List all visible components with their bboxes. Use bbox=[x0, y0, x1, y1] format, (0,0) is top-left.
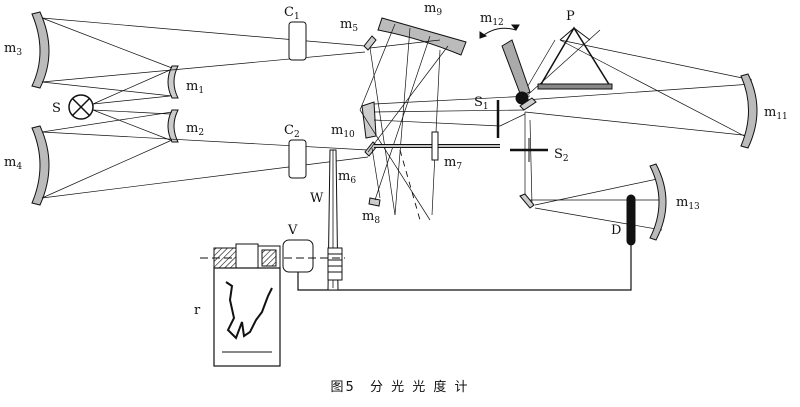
detector-d bbox=[626, 194, 636, 246]
prism-p bbox=[537, 26, 613, 90]
label-m9: m9 bbox=[424, 1, 442, 18]
label-v: V bbox=[287, 223, 298, 238]
label-m10: m10 bbox=[331, 123, 355, 140]
figure-number: 图5 bbox=[330, 380, 356, 395]
rays-chopper bbox=[359, 23, 449, 221]
rays-monochromator bbox=[373, 29, 753, 231]
figure-caption: 图5 分 光 光 度 计 bbox=[0, 376, 800, 395]
label-m12: m12 bbox=[480, 11, 504, 28]
label-m1: m1 bbox=[186, 79, 204, 96]
label-m8: m8 bbox=[362, 209, 380, 226]
mirror-m13 bbox=[649, 163, 667, 241]
mirror-m9 bbox=[377, 17, 467, 56]
mirror-exit-lower bbox=[519, 193, 535, 209]
mirror-exit-upper bbox=[519, 97, 537, 111]
label-s1: S1 bbox=[474, 95, 489, 112]
label-m2: m2 bbox=[186, 121, 204, 138]
signal-wire bbox=[297, 245, 632, 291]
mirror-m10 bbox=[361, 101, 377, 139]
cell-c2 bbox=[288, 139, 307, 179]
mirror-m4 bbox=[31, 125, 50, 206]
label-m11: m11 bbox=[764, 105, 788, 122]
label-p: P bbox=[566, 9, 575, 24]
mirror-m11 bbox=[740, 73, 758, 149]
attenuator-comb-w bbox=[327, 149, 343, 291]
mirror-m3 bbox=[31, 11, 50, 89]
recorder-r bbox=[213, 267, 281, 367]
mirror-m1 bbox=[167, 65, 179, 99]
servo-motor-v bbox=[200, 239, 345, 273]
chopper-m7 bbox=[374, 131, 500, 161]
mirror-m2 bbox=[167, 109, 179, 143]
cell-c1 bbox=[288, 21, 307, 61]
light-source-s bbox=[68, 94, 94, 120]
mirror-m8 bbox=[368, 197, 381, 207]
label-c1: C1 bbox=[284, 5, 300, 22]
label-m7: m7 bbox=[444, 155, 462, 172]
label-d: D bbox=[611, 223, 621, 238]
label-c2: C2 bbox=[284, 123, 300, 140]
label-m6: m6 bbox=[338, 169, 356, 186]
label-r: r bbox=[194, 303, 201, 318]
label-m13: m13 bbox=[676, 195, 700, 212]
label-w: W bbox=[310, 191, 324, 206]
label-m3: m3 bbox=[4, 41, 22, 58]
label-s: S bbox=[52, 101, 61, 116]
figure-title: 分 光 光 度 计 bbox=[369, 380, 470, 395]
mirror-m12 bbox=[479, 24, 531, 105]
label-m5: m5 bbox=[340, 17, 358, 34]
labels: m3 m4 S m1 m2 C1 C2 m5 m9 m10 m6 m7 m8 W… bbox=[4, 1, 788, 318]
label-s2: S2 bbox=[554, 147, 569, 164]
label-m4: m4 bbox=[4, 155, 22, 172]
rays-source bbox=[41, 17, 369, 199]
mirror-m5 bbox=[363, 35, 377, 51]
